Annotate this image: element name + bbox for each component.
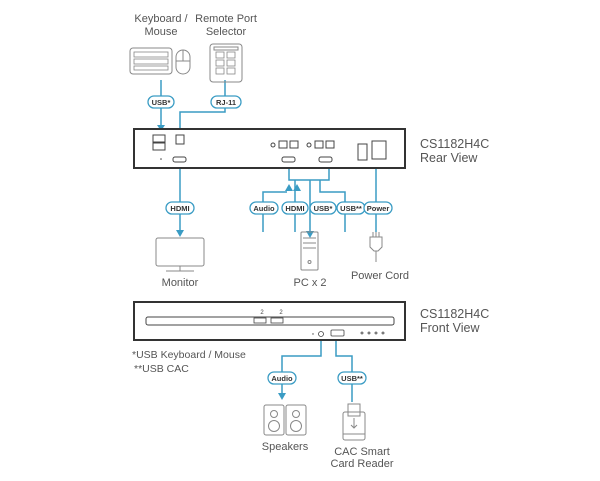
cac-reader-label: CAC Smart <box>334 446 390 458</box>
power-cord-label: Power Cord <box>351 270 409 282</box>
pill-pc-usb-cac: USB** <box>336 201 366 215</box>
pc-hdmi-link <box>288 168 330 181</box>
speakers-label: Speakers <box>262 441 309 453</box>
power-plug-icon <box>369 232 383 262</box>
svg-text:RJ-11: RJ-11 <box>216 98 236 107</box>
svg-text:Audio: Audio <box>253 204 275 213</box>
footnote-usb-kbm: *USB Keyboard / Mouse <box>132 349 246 361</box>
remote-port-selector-label: Remote Port <box>195 13 257 25</box>
front-usb-cable <box>335 340 353 402</box>
pill-power: Power <box>363 201 393 215</box>
svg-text:USB*: USB* <box>152 98 171 107</box>
monitor-icon <box>155 237 205 272</box>
mouse-icon <box>175 49 191 75</box>
svg-text:HDMI: HDMI <box>285 204 304 213</box>
svg-text:HDMI: HDMI <box>170 204 189 213</box>
svg-text:2: 2 <box>260 310 264 316</box>
rear-view-label: Rear View <box>420 151 478 165</box>
pc-label: PC x 2 <box>293 277 326 289</box>
svg-text:Power: Power <box>367 204 390 213</box>
pill-pc-usb: USB* <box>309 201 337 215</box>
front-audio-cable <box>281 340 322 395</box>
front-view-label: Front View <box>420 321 480 335</box>
pill-pc-audio: Audio <box>249 201 279 215</box>
front-unit: 2 2 <box>133 301 406 341</box>
speakers-icon <box>263 404 307 436</box>
pill-hdmi-monitor: HDMI <box>165 201 195 215</box>
svg-text:USB**: USB** <box>341 374 363 383</box>
footnote-usb-cac: **USB CAC <box>134 363 189 375</box>
rear-view-model: CS1182H4C <box>420 137 489 151</box>
cac-card-reader-icon <box>342 403 366 441</box>
rear-unit <box>133 128 406 169</box>
front-view-model: CS1182H4C <box>420 307 489 321</box>
svg-text:USB**: USB** <box>340 204 362 213</box>
keyboard-icon <box>129 47 173 75</box>
pc-tower-icon <box>300 231 319 271</box>
pill-rj11: RJ-11 <box>210 95 242 109</box>
svg-text:2: 2 <box>279 310 283 316</box>
svg-text:Audio: Audio <box>271 374 293 383</box>
cac-reader-label-2: Card Reader <box>331 458 394 470</box>
keyboard-mouse-label-2: Mouse <box>144 26 177 38</box>
cable-arrows <box>157 125 314 400</box>
pill-front-audio: Audio <box>267 371 297 385</box>
monitor-label: Monitor <box>162 277 199 289</box>
pill-pc-hdmi: HDMI <box>281 201 309 215</box>
keyboard-mouse-label: Keyboard / <box>134 13 188 25</box>
pill-front-usb-cac: USB** <box>337 371 367 385</box>
remote-port-selector-label-2: Selector <box>206 26 247 38</box>
remote-port-selector-icon <box>209 43 243 83</box>
pill-kbm-usb: USB* <box>147 95 175 109</box>
svg-text:USB*: USB* <box>314 204 333 213</box>
